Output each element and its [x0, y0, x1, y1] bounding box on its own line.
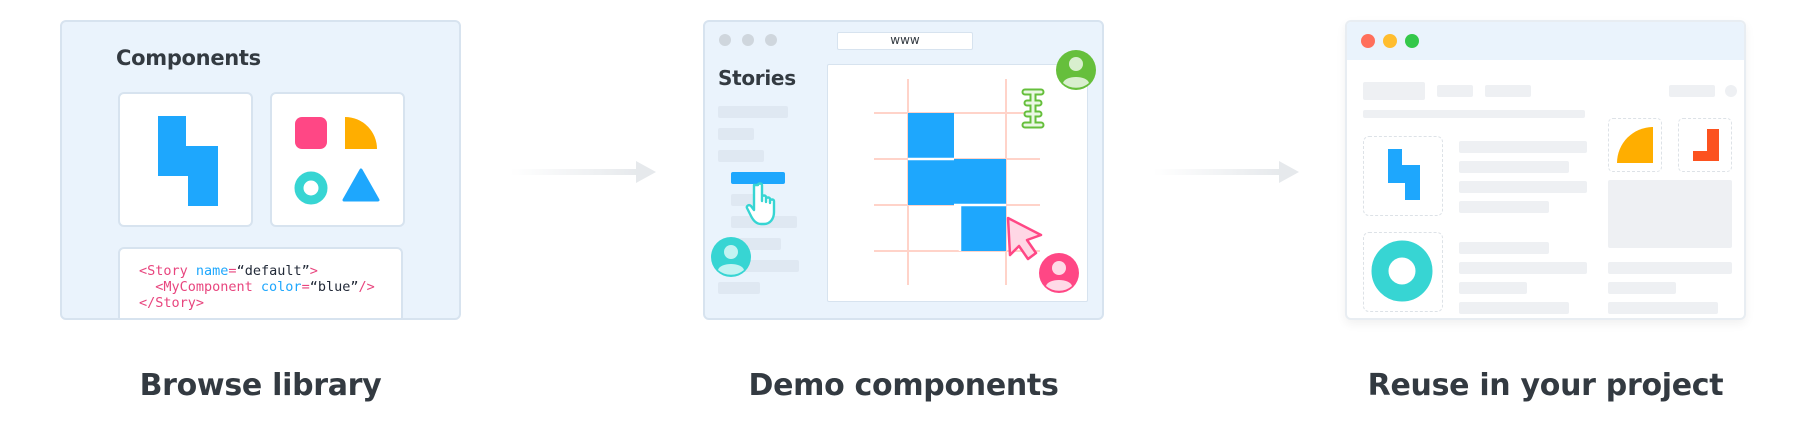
text-placeholder	[1459, 302, 1569, 314]
sidebar-placeholder	[718, 150, 764, 162]
stacked-blocks-icon	[1388, 149, 1420, 200]
nav-placeholder-dot	[1725, 85, 1737, 97]
code-line: <Story name=“default”>	[139, 263, 401, 279]
text-placeholder	[1459, 141, 1587, 153]
code-line: </Story>	[139, 295, 401, 311]
browse-library-illustration: Components <Story name=“default”> <MyCom…	[60, 20, 461, 320]
rounded-square-shape	[295, 117, 327, 149]
arrow-right-icon	[1153, 161, 1299, 183]
reused-component-tile[interactable]	[1608, 118, 1662, 172]
code-token: />	[358, 279, 375, 295]
sidebar-placeholder	[718, 106, 788, 118]
minimize-window-icon[interactable]	[1383, 34, 1397, 48]
step-label-reuse-project: Reuse in your project	[1367, 368, 1724, 403]
component-preview	[874, 79, 1045, 285]
text-placeholder	[1608, 302, 1718, 314]
triangle-shape	[342, 168, 380, 202]
text-placeholder	[1459, 161, 1569, 173]
reused-component-tile[interactable]	[1678, 118, 1732, 172]
ring-shape	[294, 171, 328, 205]
step-label-demo-components: Demo components	[748, 368, 1059, 403]
step-label-browse-library: Browse library	[139, 368, 382, 403]
collaborator-avatar	[1039, 253, 1079, 293]
text-placeholder	[1608, 262, 1732, 274]
code-token: >	[309, 263, 318, 279]
component-card-logo[interactable]	[118, 92, 253, 227]
code-line: <MyComponent color=“blue”/>	[139, 279, 401, 295]
pointer-hand-icon	[745, 182, 776, 226]
nav-placeholder	[1437, 85, 1473, 97]
text-placeholder	[1608, 282, 1676, 294]
image-placeholder	[1608, 180, 1732, 248]
text-placeholder	[1459, 242, 1549, 254]
collaborator-avatar	[711, 237, 751, 277]
corner-block-icon	[1693, 129, 1719, 161]
component-card-shapes[interactable]	[270, 92, 405, 227]
close-window-icon[interactable]	[1361, 34, 1375, 48]
sidebar-item-selected[interactable]	[731, 172, 785, 184]
text-placeholder	[1459, 262, 1587, 274]
sidebar-placeholder	[718, 128, 754, 140]
selected-component	[908, 113, 1006, 251]
ring-icon	[1371, 240, 1433, 302]
components-heading: Components	[116, 46, 261, 70]
stories-heading: Stories	[718, 66, 796, 90]
demo-components-illustration: www Stories	[703, 20, 1104, 320]
shapes-icon	[294, 117, 380, 205]
quarter-circle-icon	[1617, 127, 1653, 163]
reuse-project-illustration	[1345, 20, 1746, 320]
code-token: </Story>	[139, 295, 205, 311]
sidebar-placeholder	[718, 282, 760, 294]
nav-placeholder	[1669, 85, 1715, 97]
code-token: name	[195, 263, 229, 279]
window-dot-icon	[719, 34, 731, 46]
quarter-circle-shape	[345, 117, 377, 149]
code-token: color	[260, 279, 302, 295]
window-dot-icon	[742, 34, 754, 46]
nav-placeholder	[1485, 85, 1531, 97]
nav-placeholder	[1363, 82, 1425, 100]
code-token: =	[301, 279, 310, 295]
reused-component-tile[interactable]	[1363, 232, 1443, 312]
story-code-snippet: <Story name=“default”> <MyComponent colo…	[118, 247, 403, 318]
code-token: =	[228, 263, 237, 279]
arrow-cursor-icon	[1006, 216, 1043, 261]
arrow-right-icon	[510, 161, 656, 183]
maximize-window-icon[interactable]	[1405, 34, 1419, 48]
text-placeholder	[1459, 181, 1587, 193]
code-token: “default”	[236, 263, 310, 279]
code-token: <Story	[139, 263, 196, 279]
window-dot-icon	[765, 34, 777, 46]
text-placeholder	[1459, 201, 1549, 213]
collaborator-avatar	[1056, 50, 1096, 90]
code-token: “blue”	[309, 279, 359, 295]
reused-component-tile[interactable]	[1363, 136, 1443, 216]
address-bar[interactable]: www	[837, 32, 973, 50]
stacked-blocks-icon	[158, 116, 218, 206]
text-placeholder	[1459, 282, 1527, 294]
content-placeholder	[1363, 110, 1585, 118]
code-token: <MyComponent	[139, 279, 261, 295]
text-cursor-icon	[1021, 88, 1045, 129]
